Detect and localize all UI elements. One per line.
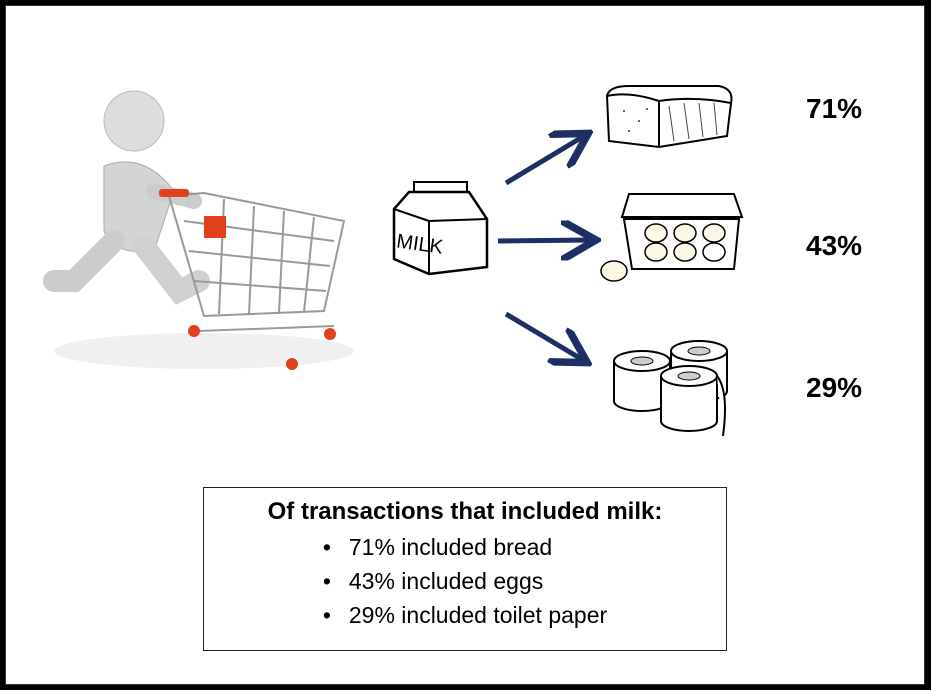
egg-carton-icon: [600, 193, 744, 282]
arrow-to-bread: [504, 136, 584, 186]
toilet-paper-icon: [613, 340, 728, 437]
shopper-with-cart-icon: [43, 90, 354, 370]
summary-bullet: 29% included toilet paper: [323, 598, 607, 632]
bread-icon: [605, 85, 733, 149]
summary-bullet: 71% included bread: [323, 530, 607, 564]
summary-title: Of transactions that included milk:: [267, 498, 663, 525]
bread-percent: 71%: [806, 93, 863, 124]
arrows: [497, 116, 616, 386]
summary-box: Of transactions that included milk: 71% …: [203, 487, 727, 651]
slide: MILK 71% 43% 29% O: [5, 5, 925, 685]
summary-list: 71% included bread 43% included eggs 29%…: [323, 530, 607, 632]
arrow-to-eggs: [497, 240, 591, 241]
toilet-paper-percent: 29%: [806, 372, 863, 403]
eggs-percent: 43%: [806, 230, 863, 261]
milk-carton-icon: MILK: [392, 181, 489, 276]
summary-bullet: 43% included eggs: [323, 564, 607, 598]
arrow-to-toilet-paper: [504, 311, 583, 360]
